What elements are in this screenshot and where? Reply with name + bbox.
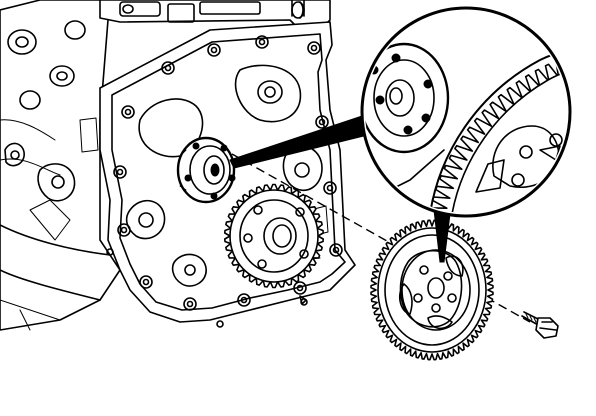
crankshaft-gear [370,219,494,361]
engine-block [0,0,356,331]
crankshaft-flange [176,136,236,204]
bolt [521,311,559,339]
timing-gear-mounted [224,183,324,289]
detail-magnifier [229,6,572,263]
bolt-axis-line [461,283,531,323]
